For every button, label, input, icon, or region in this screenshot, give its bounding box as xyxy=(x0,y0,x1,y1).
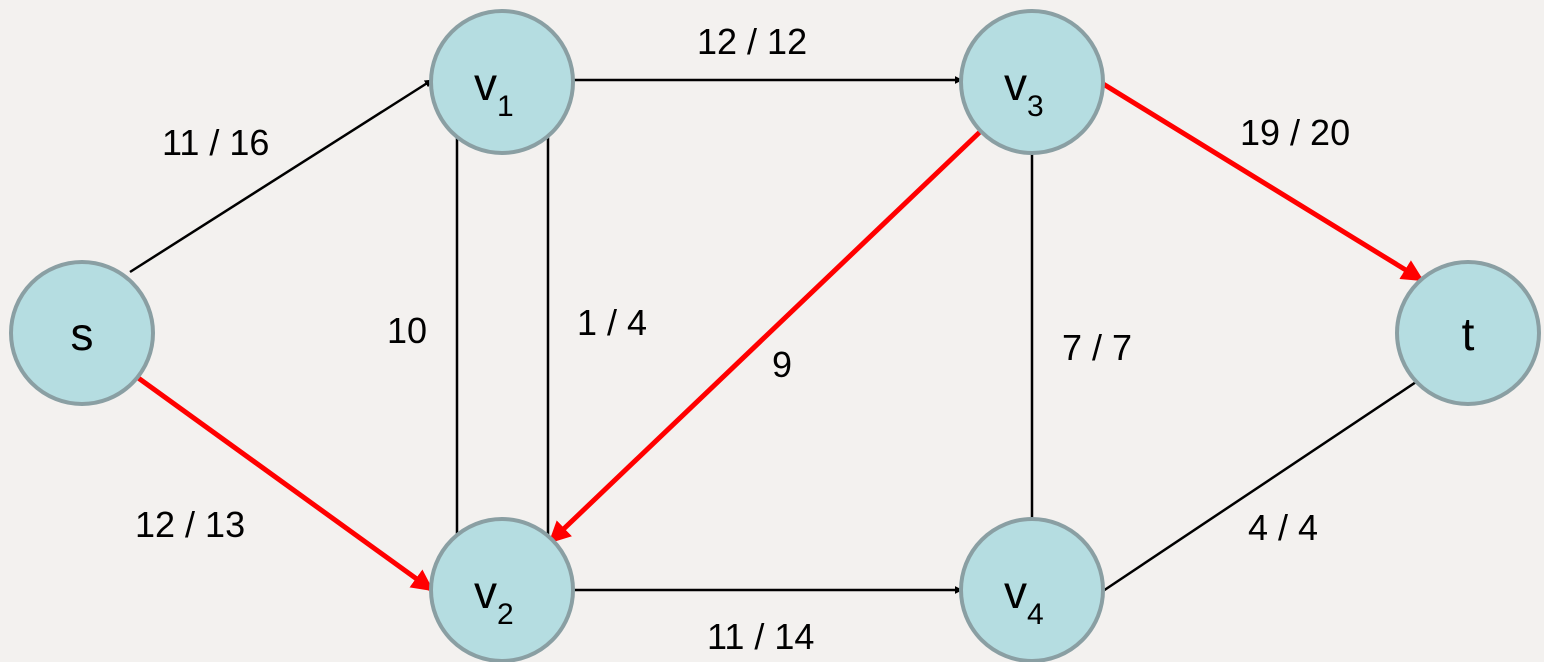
node-sub-v1: 1 xyxy=(497,90,514,123)
node-label-s: s xyxy=(71,308,94,360)
node-v4: v4 xyxy=(959,517,1105,662)
edge-label-s-v2: 12 / 13 xyxy=(135,504,245,545)
node-circle-v4 xyxy=(959,517,1105,662)
node-label-v3: v3 xyxy=(1004,58,1044,123)
node-main-v1: v xyxy=(474,58,497,110)
node-sub-v2: 2 xyxy=(497,598,514,631)
node-main-v3: v xyxy=(1004,58,1027,110)
node-circle-s xyxy=(9,260,155,406)
edge-label-v1-v3: 12 / 12 xyxy=(697,21,807,62)
edge-label-v3-t: 19 / 20 xyxy=(1240,112,1350,153)
node-circle-v1 xyxy=(429,9,575,155)
node-main-v4: v xyxy=(1004,566,1027,618)
node-sub-v3: 3 xyxy=(1027,90,1044,123)
node-v2: v2 xyxy=(429,517,575,662)
edge-s-v2 xyxy=(128,369,434,593)
edge-label-v4-t: 4 / 4 xyxy=(1248,507,1318,548)
edge-label-v2-v1: 1 / 4 xyxy=(577,302,647,343)
node-label-t: t xyxy=(1462,308,1475,360)
node-v1: v1 xyxy=(429,9,575,155)
node-s: s xyxy=(9,260,155,406)
edge-labels-group: 11 / 16 12 / 13 12 / 12 10 1 / 4 9 11 / … xyxy=(135,21,1350,657)
node-label-v4: v4 xyxy=(1004,566,1044,631)
edge-label-v2-v4: 11 / 14 xyxy=(707,616,814,657)
edge-s-v1 xyxy=(129,78,433,274)
node-circle-v3 xyxy=(959,9,1105,155)
node-circle-t xyxy=(1395,260,1541,406)
node-main-v2: v xyxy=(474,566,497,618)
edges-group xyxy=(128,76,1424,595)
nodes-group: s v1 v2 v3 v4 t xyxy=(9,9,1541,662)
edge-label-s-v1: 11 / 16 xyxy=(162,122,269,163)
node-circle-v2 xyxy=(429,517,575,662)
node-label-v2: v2 xyxy=(474,566,514,631)
node-t: t xyxy=(1395,260,1541,406)
edge-v3-v2 xyxy=(548,128,984,544)
node-v3: v3 xyxy=(959,9,1105,155)
edge-label-v1-v2: 10 xyxy=(387,310,427,351)
edge-v4-t xyxy=(1099,376,1423,595)
edge-label-v4-v3: 7 / 7 xyxy=(1062,327,1132,368)
edge-label-v3-v2: 9 xyxy=(772,344,792,385)
node-label-v1: v1 xyxy=(474,58,514,123)
node-sub-v4: 4 xyxy=(1027,598,1044,631)
edge-v3-t xyxy=(1098,79,1424,283)
